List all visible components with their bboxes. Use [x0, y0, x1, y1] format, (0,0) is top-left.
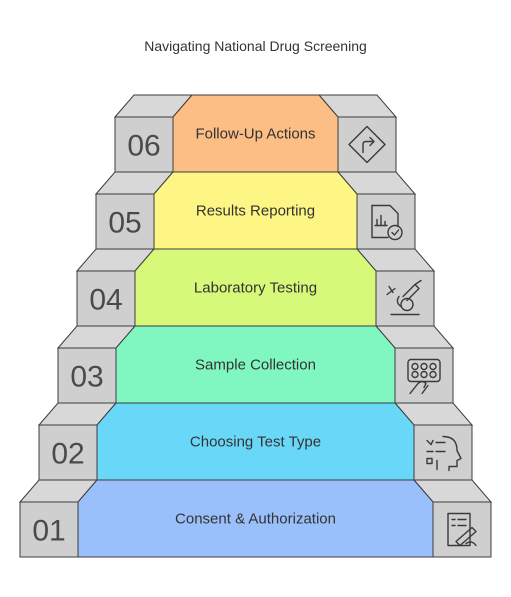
sample-tray-icon: [407, 358, 441, 395]
step-06: 06 Follow-Up Actions: [113, 94, 398, 173]
step-number: 04: [89, 284, 122, 317]
step-04: 04 Laboratory Testing: [75, 248, 436, 327]
right-riser: [337, 116, 397, 173]
step-band: [77, 479, 434, 558]
right-riser: [356, 193, 416, 250]
right-riser: [432, 501, 492, 558]
left-riser: [19, 501, 79, 558]
step-label: Choosing Test Type: [190, 434, 321, 451]
step-number: 02: [51, 438, 84, 471]
head-profile-icon: [426, 435, 462, 472]
step-label: Laboratory Testing: [194, 280, 317, 297]
left-riser: [114, 116, 174, 173]
step-05: 05 Results Reporting: [94, 171, 417, 250]
left-riser: [76, 270, 136, 327]
report-check-icon: [371, 204, 403, 241]
consent-form-icon: [447, 512, 477, 547]
right-riser: [394, 347, 454, 404]
step-number: 05: [108, 207, 141, 240]
step-number: 06: [127, 130, 160, 163]
step-label: Results Reporting: [196, 203, 315, 220]
step-number: 01: [32, 515, 65, 548]
step-01: 01 Consent & Authorization: [18, 479, 493, 558]
left-riser: [38, 424, 98, 481]
step-label: Follow-Up Actions: [195, 126, 315, 143]
step-02: 02 Choosing Test Type: [37, 402, 474, 481]
microscope-icon: [386, 279, 422, 316]
step-number: 03: [70, 361, 103, 394]
right-riser: [413, 424, 473, 481]
diagram-title: Navigating National Drug Screening: [144, 38, 367, 54]
step-03: 03 Sample Collection: [56, 325, 455, 404]
step-label: Sample Collection: [195, 357, 316, 374]
step-label: Consent & Authorization: [175, 511, 336, 528]
direction-sign-icon: [348, 125, 386, 164]
left-riser: [57, 347, 117, 404]
